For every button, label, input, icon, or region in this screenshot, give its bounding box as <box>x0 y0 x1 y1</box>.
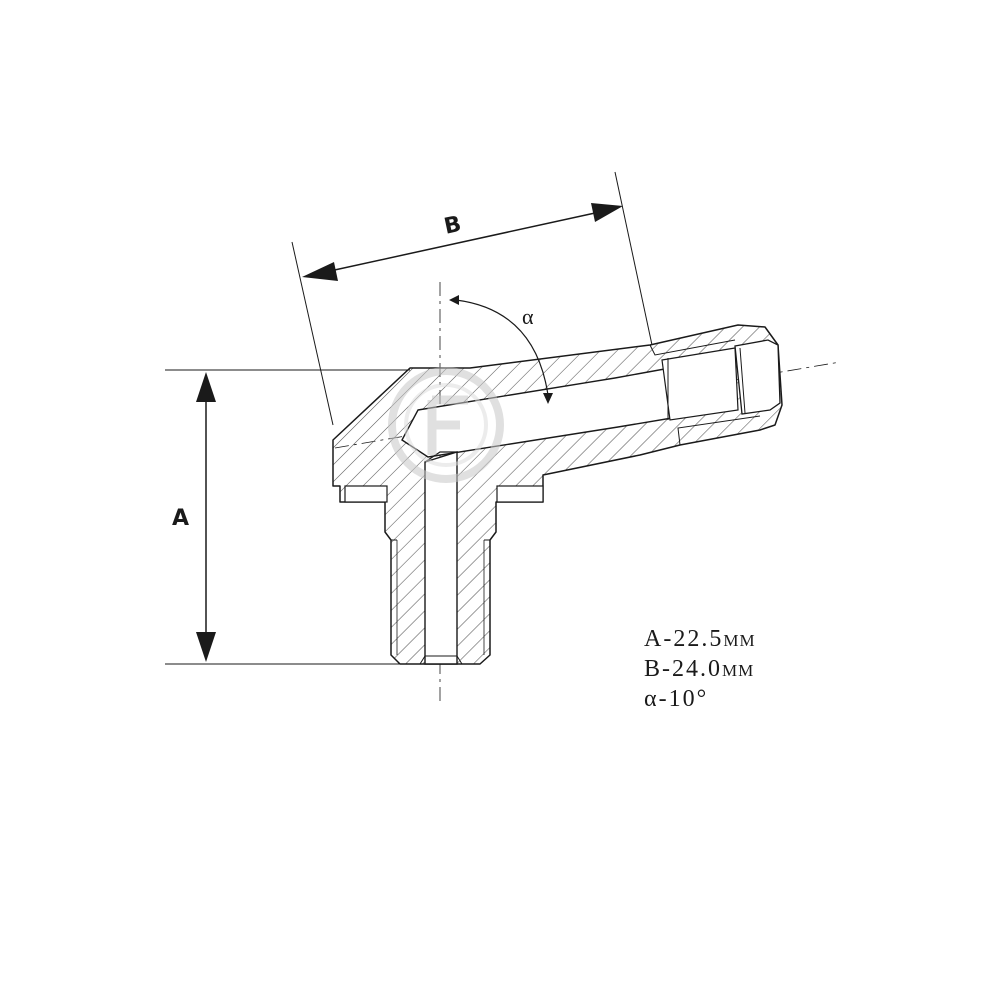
spec-a-unit: MM <box>723 631 756 650</box>
dimension-a-extension-lines <box>165 369 420 665</box>
spec-b-separator: - <box>662 656 673 682</box>
fitting-logo-watermark <box>388 367 504 483</box>
angle-alpha-label: α <box>522 304 534 329</box>
spec-b-row: B-24.0MM <box>644 654 754 686</box>
angle-alpha-arc <box>449 295 553 404</box>
spec-alpha-row: α-10° <box>644 684 708 716</box>
spec-alpha-separator: - <box>658 686 669 712</box>
spec-b-name: B <box>644 656 663 682</box>
dimension-b-extension-lines <box>291 171 653 426</box>
spec-a-name: A <box>644 626 664 652</box>
spec-b-value: 24.0 <box>672 656 723 682</box>
dimension-b-arrow <box>302 203 623 281</box>
spec-a-row: A-22.5MM <box>644 624 756 656</box>
fitting-body-section <box>332 324 783 665</box>
spec-alpha-name: α <box>644 686 659 712</box>
spec-a-separator: - <box>663 626 674 652</box>
dimension-a-label: A <box>172 506 189 531</box>
spec-b-unit: MM <box>722 661 755 680</box>
dimension-b-label: B <box>442 212 464 240</box>
dimension-a-arrow <box>196 372 216 662</box>
spec-alpha-value: 10° <box>668 686 709 712</box>
spec-a-value: 22.5 <box>673 626 724 652</box>
